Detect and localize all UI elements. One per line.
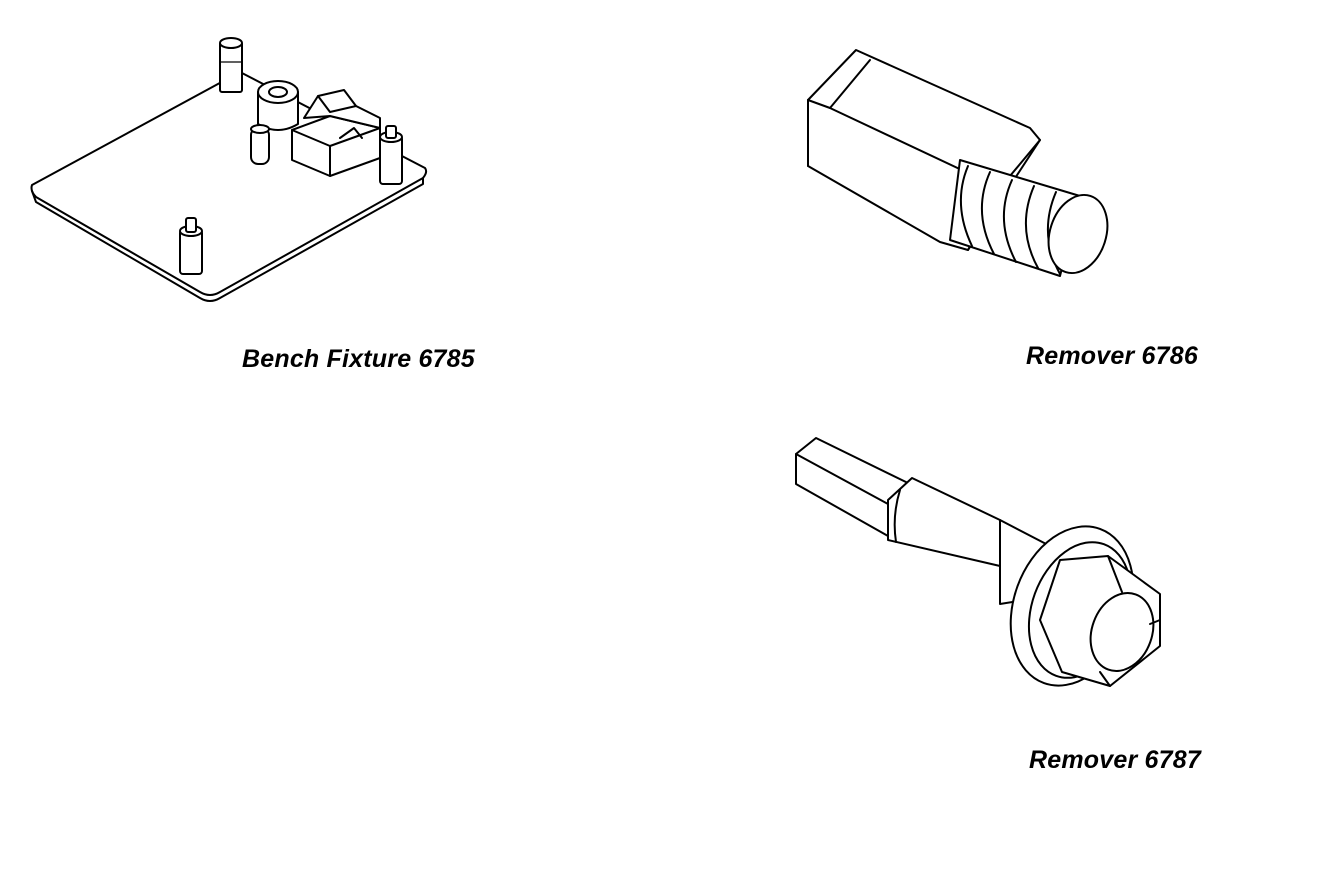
bench-fixture-caption: Bench Fixture 6785 <box>242 345 475 373</box>
remover-6786-caption: Remover 6786 <box>1026 342 1198 370</box>
remover-6787-caption: Remover 6787 <box>1029 746 1201 774</box>
